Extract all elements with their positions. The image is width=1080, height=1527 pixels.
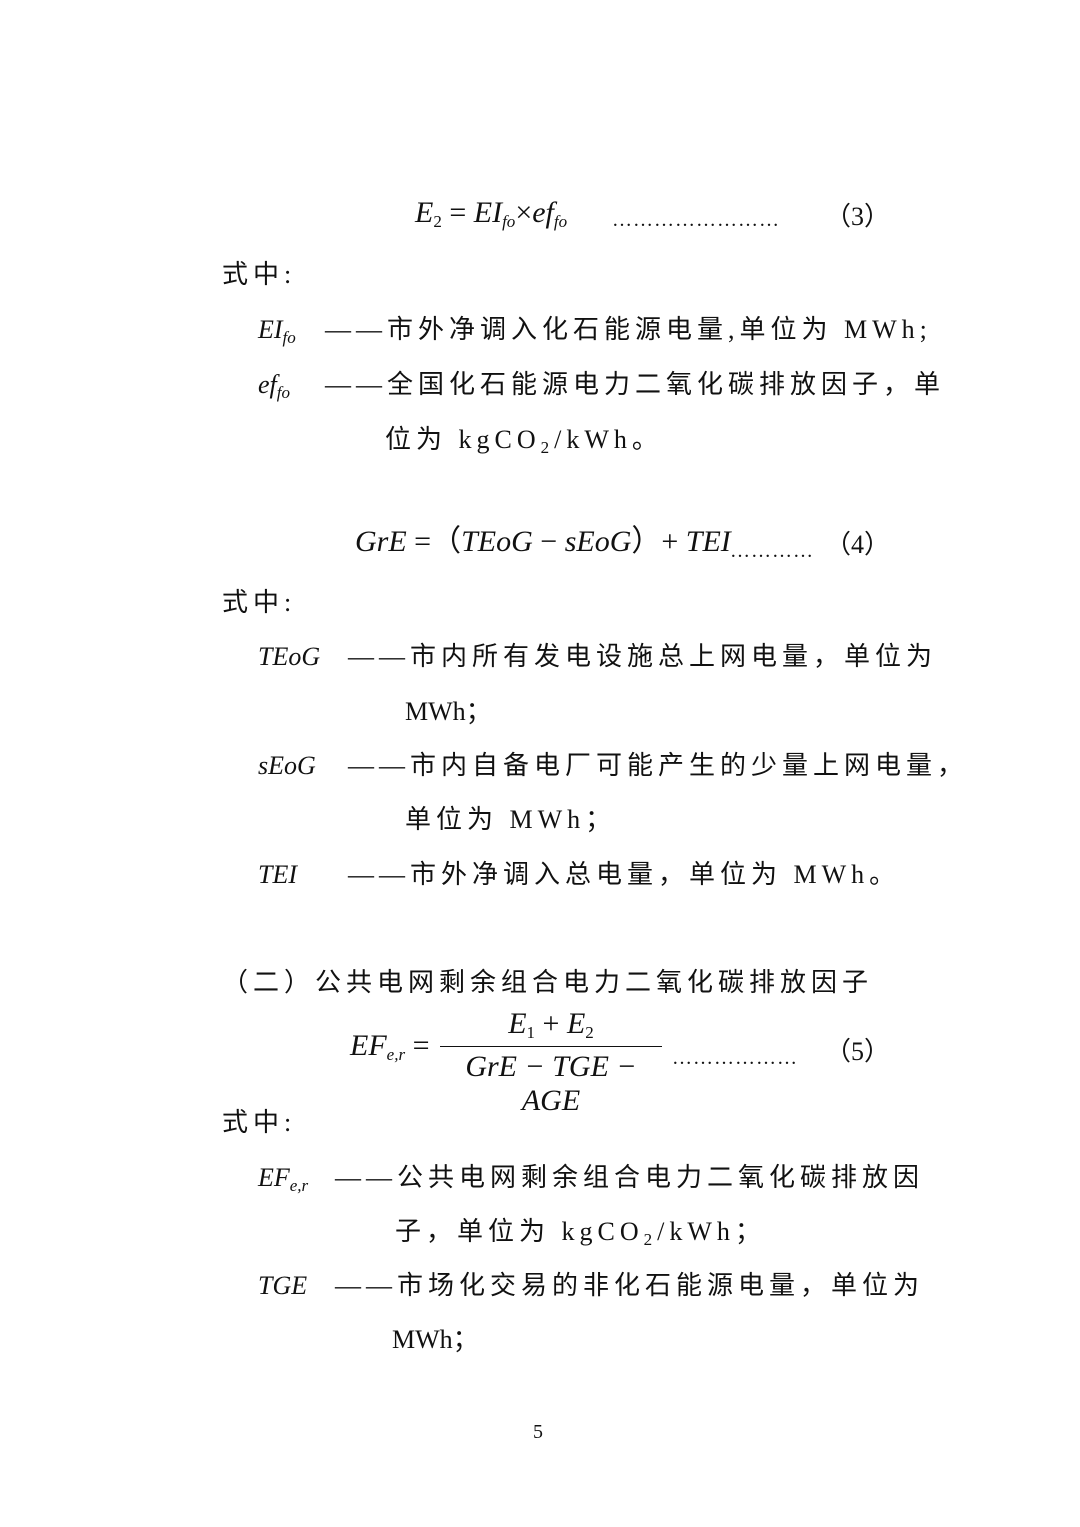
page-number: 5 [533,1421,543,1443]
def-text-TGE: ——市场化交易的非化石能源电量，单位为 [335,1270,924,1302]
def-cont-TGE: MWh； [392,1325,479,1354]
num-a-sub: 1 [526,1023,536,1042]
eq5-lhs-sub: e,r [386,1045,406,1064]
def-term-TEI: TEI [258,860,297,889]
definition: 市内所有发电设施总上网电量，单位为 [410,642,938,671]
term-text: ef [258,370,277,399]
eq5-leader-dots: ……………… [672,1047,798,1069]
eq5-fraction-bar [440,1046,662,1047]
term-text: EF [258,1163,290,1192]
num-b-sub: 2 [585,1023,594,1042]
em-dash: —— [348,751,410,780]
eq5-lhs-text: EF [350,1029,387,1062]
def-term-TEoG: TEoG [258,642,321,671]
unit-post: /kWh。 [554,425,663,454]
definition: 市场化交易的非化石能源电量，单位为 [397,1271,925,1300]
def-text-EFer: ——公共电网剩余组合电力二氧化碳排放因 [335,1162,924,1194]
unit-pre: 位为 kgCO [385,425,541,454]
def-term-sEoG: sEoG [258,751,316,780]
eq3-number: （3） [825,202,891,231]
eq4-lhs: GrE [355,525,407,558]
em-dash: —— [348,860,410,889]
term-sub: e,r [289,1176,309,1195]
eq3-times: × [515,196,533,229]
eq5-equals: = [412,1029,430,1062]
def-term-EIfo: EIfo [258,314,296,354]
eq5-denominator: GrE − TGE − AGE [465,1050,637,1117]
def-term-EFer: EFe,r [258,1162,308,1202]
eq4-plus: ）+ [631,525,686,558]
em-dash: —— [335,1163,397,1192]
eq4-minus: − [532,525,565,558]
num-a: E [508,1007,527,1040]
definition: 公共电网剩余组合电力二氧化碳排放因 [397,1163,925,1192]
eq4-term-b: sEoG [564,525,632,558]
num-b: E [566,1007,586,1040]
def-term-TGE: TGE [258,1271,308,1300]
term-sub: fo [276,383,290,402]
definition: 全国化石能源电力二氧化碳排放因子，单 [387,370,946,399]
def-text-TEoG: ——市内所有发电设施总上网电量，单位为 [348,641,937,673]
eq3-lhs-sub: 2 [433,212,442,231]
eq5-number: （5） [825,1037,891,1066]
def-cont-EFer: 子，单位为 kgCO2/kWh； [395,1216,766,1256]
unit-post: /kWh； [657,1217,766,1246]
eq5-numerator: E1 + E2 [440,1008,662,1049]
def-text-TEI: ——市外净调入总电量，单位为 MWh。 [348,859,900,891]
def-cont-effo: 位为 kgCO2/kWh。 [385,424,663,464]
eq5-lhs: EFe,r = [350,1030,430,1071]
eq4-number: （4） [825,530,891,559]
eq4-equals: =（ [406,525,462,558]
term-text: EI [258,315,283,344]
unit-sub: 2 [643,1230,658,1249]
eq3-term-a-sub: fo [502,212,516,231]
eq4-term-a: TEoG [461,525,533,558]
where-label-1: 式中: [222,260,297,289]
eq3-term-a: EI [473,196,503,229]
definition: 市内自备电厂可能产生的少量上网电量， [410,751,969,780]
def-term-effo: effo [258,369,290,409]
unit-sub: 2 [540,438,555,457]
em-dash: —— [348,642,410,671]
def-text-effo: ——全国化石能源电力二氧化碳排放因子，单 [325,369,945,401]
def-cont-sEoG: 单位为 MWh； [405,805,617,834]
equation-4: GrE =（TEoG − sEoG）+ TEI [355,526,731,558]
eq3-equals: = [449,196,467,229]
eq3-term-b-sub: fo [553,212,568,231]
eq3-leader-dots: …………………… [612,209,780,231]
eq4-leader-dots: ………… [730,540,814,562]
term-sub: fo [282,328,296,347]
unit-pre: 子，单位为 kgCO [395,1217,644,1246]
def-cont-TEoG: MWh； [405,697,492,726]
eq3-lhs: E [415,196,434,229]
section-heading: （二）公共电网剩余组合电力二氧化碳排放因子 [222,968,874,997]
em-dash: —— [325,315,387,344]
eq3-term-b: ef [532,196,554,229]
def-text-sEoG: ——市内自备电厂可能产生的少量上网电量， [348,750,968,782]
where-label-2: 式中: [222,588,297,617]
em-dash: —— [335,1271,397,1300]
definition: 市外净调入化石能源电量,单位为 MWh; [387,315,932,344]
em-dash: —— [325,370,387,399]
def-text-EIfo: ——市外净调入化石能源电量,单位为 MWh; [325,314,932,346]
where-label-3: 式中: [222,1108,297,1137]
equation-3: E2 = EIfo×effo [415,197,567,238]
eq4-term-c: TEI [685,525,731,558]
definition: 市外净调入总电量，单位为 MWh。 [410,860,901,889]
num-plus: + [535,1007,567,1040]
